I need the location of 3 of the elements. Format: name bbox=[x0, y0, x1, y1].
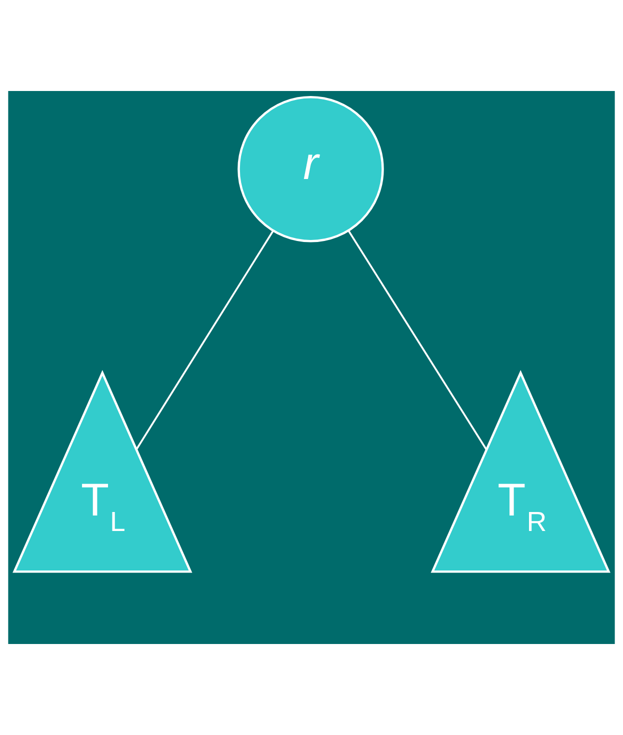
node-circle: r bbox=[238, 96, 384, 242]
connector bbox=[136, 230, 274, 450]
connector bbox=[348, 230, 488, 450]
